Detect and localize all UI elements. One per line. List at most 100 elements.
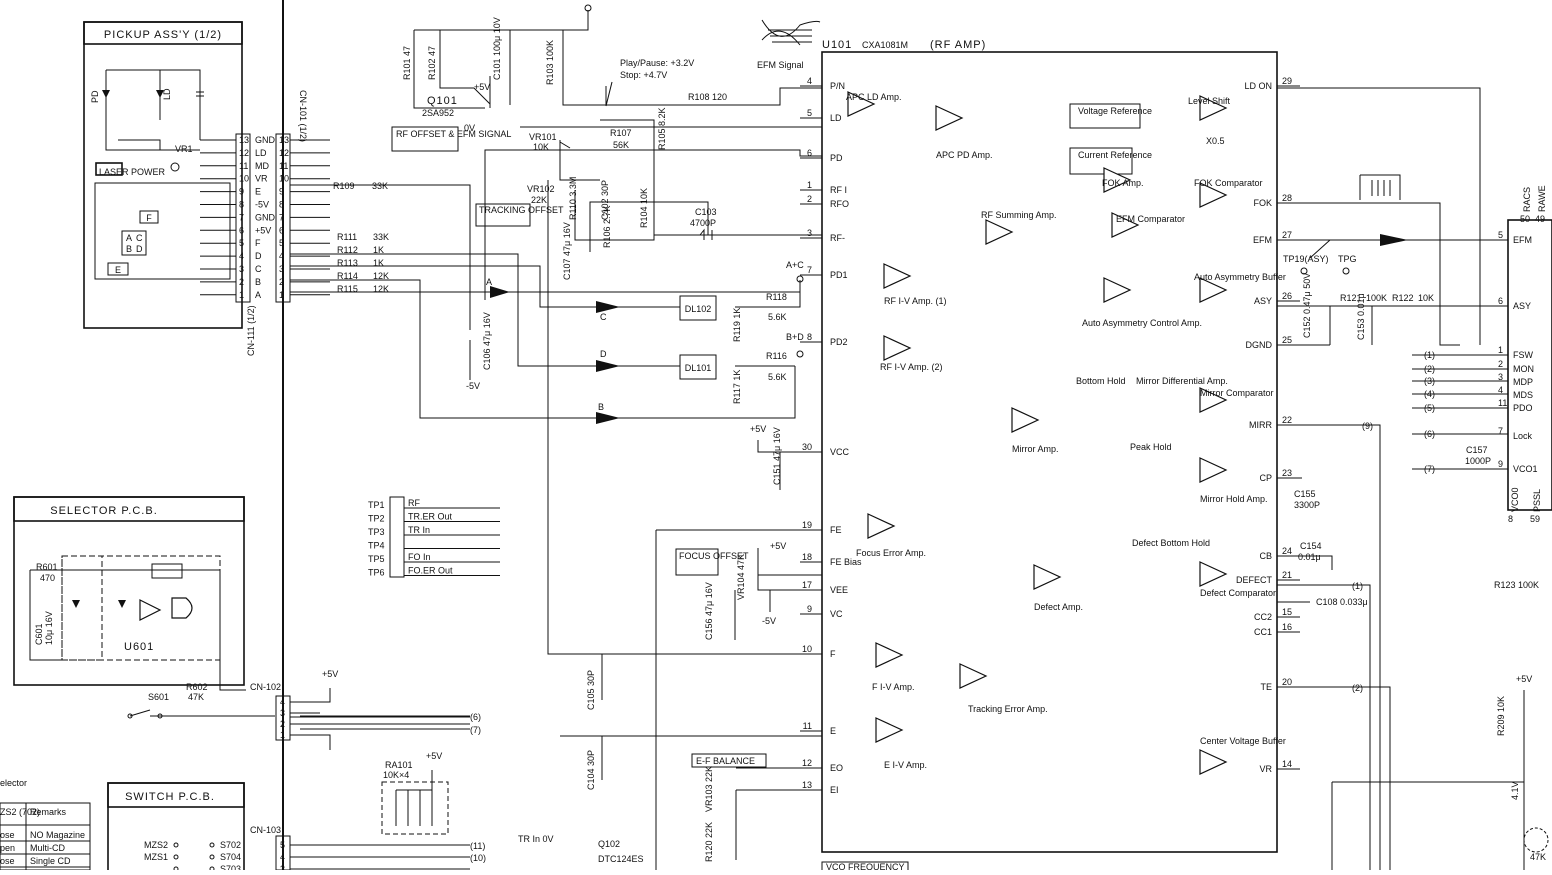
svg-text:C: C (136, 233, 143, 243)
cn-signal-label: -5V (255, 200, 269, 210)
svg-text:CN-102: CN-102 (250, 682, 281, 692)
resistor-ref: R115 (337, 284, 358, 294)
ic-pin-name: P/N (830, 81, 845, 91)
amplifier-symbol (875, 642, 904, 668)
tp-id: TP4 (368, 541, 385, 551)
tp-id: TP2 (368, 514, 385, 524)
right-ic-pin-number: 50 (1520, 214, 1530, 224)
ic-pin-name: VC (830, 609, 843, 619)
svg-text:1000P: 1000P (1465, 456, 1491, 466)
ic-pin-number: 24 (1282, 546, 1292, 556)
amplifier-symbol (1199, 749, 1228, 775)
tp-signal: TR In (408, 525, 430, 535)
amplifier-symbol (1199, 457, 1228, 483)
right-ic-pin-name: PDO (1513, 403, 1533, 413)
cn-signal-label: A (255, 290, 261, 300)
svg-text:(RF AMP): (RF AMP) (930, 39, 986, 51)
svg-text:R122: R122 (1392, 293, 1414, 303)
internal-block-label: RF Summing Amp. (981, 210, 1057, 220)
cn102-pin: 2 (280, 719, 285, 729)
svg-text:CN-103: CN-103 (250, 825, 281, 835)
svg-text:R107: R107 (610, 128, 632, 138)
amplifier-symbol (1199, 277, 1228, 303)
ic-pin-name: CP (1259, 473, 1272, 483)
amplifier-symbol (867, 513, 896, 539)
ic-pin-name: PD (830, 153, 843, 163)
cn101-pin: 3 (279, 264, 284, 274)
svg-text:TRACKING OFFSET: TRACKING OFFSET (479, 205, 564, 215)
mode-cell: ose (0, 856, 15, 866)
right-ic-pin-number: 6 (1498, 296, 1503, 306)
ic-pin-name: FE Bias (830, 557, 862, 567)
svg-text:R209 10K: R209 10K (1496, 696, 1506, 736)
ic-pin-number: 3 (807, 228, 812, 238)
ic-pin-name: PD1 (830, 270, 848, 280)
svg-text:VCO FREQUENCY: VCO FREQUENCY (826, 862, 905, 870)
ic-pin-name: EI (830, 785, 839, 795)
svg-text:R108 120: R108 120 (688, 92, 727, 102)
svg-text:0.01μ: 0.01μ (1298, 552, 1321, 562)
internal-block-label: Center Voltage Buffer (1200, 736, 1286, 746)
cn101-pin: 9 (279, 187, 284, 197)
internal-block-label: Mirror Differential Amp. (1136, 376, 1228, 386)
svg-text:VR103 22K: VR103 22K (704, 766, 714, 812)
tp-id: TP6 (368, 568, 385, 578)
mode-cell: Single CD (30, 856, 71, 866)
svg-text:A+C: A+C (786, 260, 804, 270)
u601-label: U601 (124, 641, 154, 653)
cn103-pin: 4 (280, 852, 285, 862)
ic-pin-number: 17 (802, 580, 812, 590)
internal-block-label: Current Reference (1078, 150, 1152, 160)
amplifier-symbol (1111, 212, 1140, 238)
ic-pin-number: 13 (802, 780, 812, 790)
switch-contact (209, 842, 215, 848)
svg-text:+5V: +5V (770, 541, 786, 551)
ic-pin-name: VEE (830, 585, 848, 595)
mode-cell: Multi-CD (30, 843, 65, 853)
internal-block-label: Defect Bottom Hold (1132, 538, 1210, 548)
internal-block-label: RF I-V Amp. (1) (884, 296, 947, 306)
cn-signal-label: MD (255, 161, 269, 171)
svg-text:33K: 33K (372, 181, 388, 191)
svg-text:ZS2 (702): ZS2 (702) (0, 807, 40, 817)
svg-text:C105 30P: C105 30P (586, 670, 596, 710)
ic-pin-name: TE (1260, 682, 1272, 692)
svg-text:R118: R118 (766, 292, 787, 302)
switch-signal: MZS2 (144, 840, 168, 850)
middle-components: VR101 10K R107 56K R105 8.2K VR102 22K R… (290, 107, 822, 391)
ic-pin-number: 10 (802, 644, 812, 654)
internal-block-label: RF I-V Amp. (2) (880, 362, 943, 372)
svg-text:(7): (7) (470, 725, 481, 735)
ic-pin-name: RF I (830, 185, 847, 195)
svg-text:5.6K: 5.6K (768, 372, 787, 382)
switch-contact (209, 854, 215, 860)
svg-text:R101 47: R101 47 (402, 46, 412, 80)
ic-pin-name: CB (1259, 551, 1272, 561)
ic-pin-number: 1 (807, 180, 812, 190)
svg-text:EFM Signal: EFM Signal (757, 60, 804, 70)
ic-pin-number: 20 (1282, 677, 1292, 687)
amplifier-symbol (1199, 561, 1228, 587)
ic-pin-name: MIRR (1249, 420, 1272, 430)
cn101-pin: 7 (279, 212, 284, 222)
cn103-pin: 3 (280, 864, 285, 870)
ic-pin-name: RFO (830, 199, 849, 209)
ic-pin-name: FE (830, 525, 842, 535)
cn111-pin: 8 (239, 200, 244, 210)
svg-text:E: E (115, 265, 121, 275)
svg-text:C155: C155 (1294, 489, 1316, 499)
ic-pin-name: FOK (1253, 198, 1272, 208)
right-ic-pin-number: 9 (1498, 459, 1503, 469)
svg-text:C103: C103 (695, 207, 717, 217)
switch-ref: S704 (220, 852, 241, 862)
r601-label: R601 (36, 562, 58, 572)
ic-pin-number: 8 (807, 332, 812, 342)
svg-text:RF OFFSET & EFM SIGNAL: RF OFFSET & EFM SIGNAL (396, 129, 511, 139)
laser-power-label: LASER POWER (99, 167, 166, 177)
cn101-pin: 10 (279, 174, 289, 184)
amplifier-symbol (1033, 564, 1062, 590)
svg-text:R110 3.3M: R110 3.3M (568, 177, 578, 220)
